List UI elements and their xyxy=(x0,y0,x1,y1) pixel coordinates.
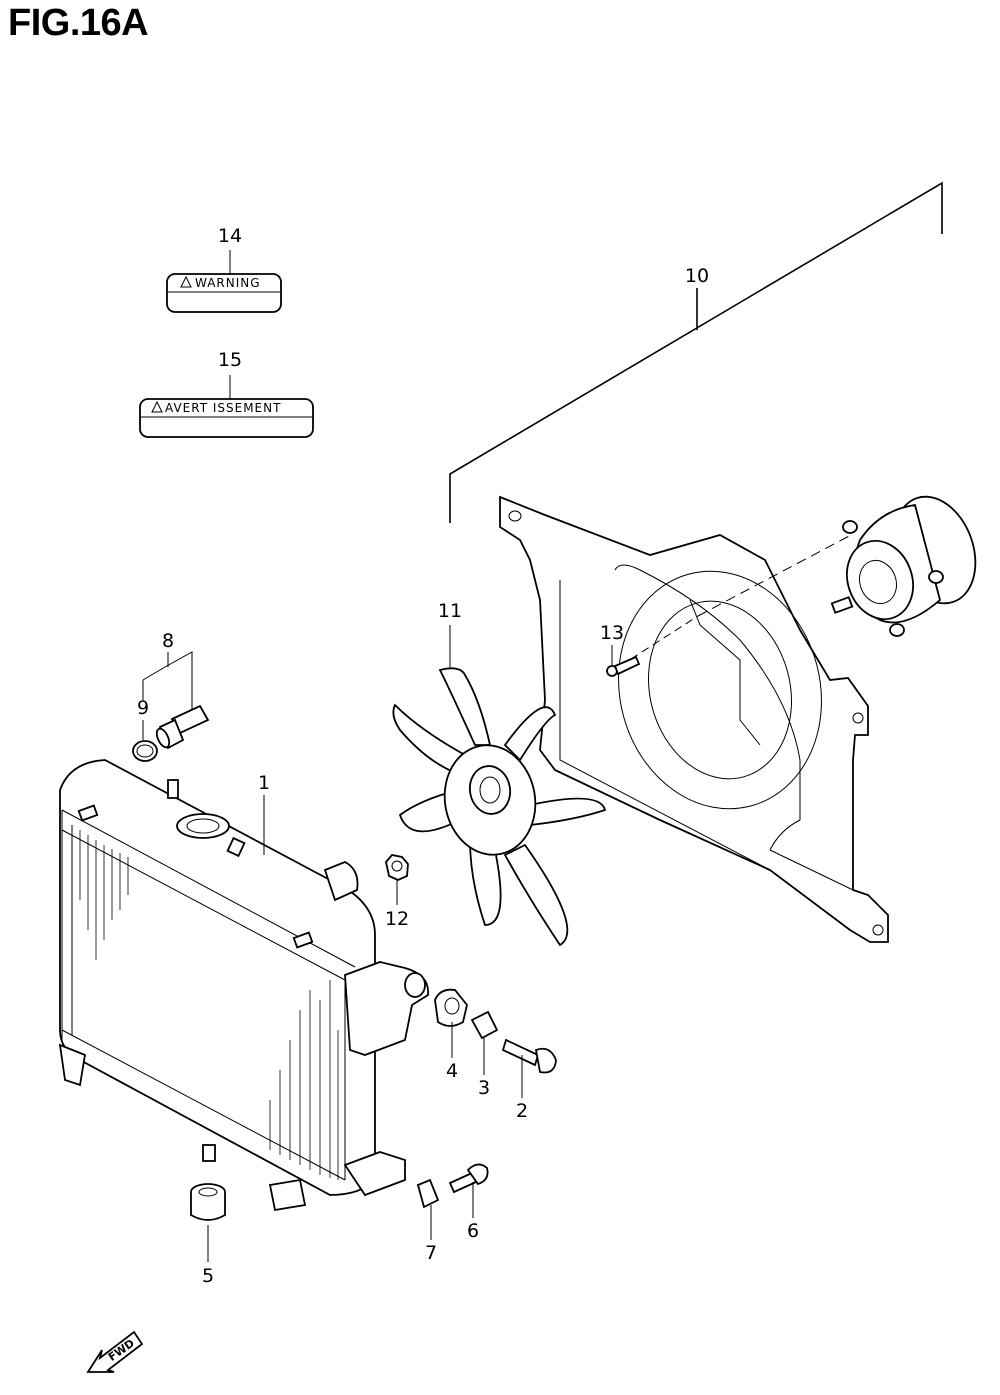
callout-9: 9 xyxy=(137,697,149,719)
callout-2: 2 xyxy=(516,1100,528,1122)
cushion-4[interactable] xyxy=(434,988,468,1027)
bolt-2[interactable] xyxy=(501,1038,557,1074)
callout-3: 3 xyxy=(478,1077,490,1099)
callout-6: 6 xyxy=(467,1220,479,1242)
leader-lines xyxy=(142,250,613,1262)
warning-label[interactable]: WARNING xyxy=(166,273,282,313)
fan-shroud[interactable] xyxy=(499,495,889,943)
clip-nut-7[interactable] xyxy=(416,1178,440,1209)
nut-12[interactable] xyxy=(385,854,409,881)
radiator-core-hatch xyxy=(79,830,339,1180)
avertissement-label[interactable]: AVERT ISSEMENT xyxy=(139,398,314,438)
radiator[interactable] xyxy=(58,759,429,1212)
thermo-switch[interactable] xyxy=(154,704,210,750)
collar-3[interactable] xyxy=(470,1010,499,1040)
callout-numbers: 14 15 10 11 13 8 9 1 12 4 3 2 6 7 5 xyxy=(137,225,709,1287)
callout-1: 1 xyxy=(258,772,270,794)
callout-12: 12 xyxy=(385,908,409,930)
callout-14: 14 xyxy=(218,225,242,247)
callout-8: 8 xyxy=(162,630,174,652)
callout-15: 15 xyxy=(218,349,242,371)
forward-direction-arrow: FWD xyxy=(86,1330,144,1373)
callout-13: 13 xyxy=(600,622,624,644)
mount-grommet-5[interactable] xyxy=(190,1183,226,1221)
o-ring-gasket[interactable] xyxy=(132,740,158,762)
callout-10: 10 xyxy=(685,265,709,287)
warning-label-text: WARNING xyxy=(195,276,261,290)
callout-4: 4 xyxy=(446,1060,458,1082)
callout-5: 5 xyxy=(202,1265,214,1287)
bolt-6[interactable] xyxy=(448,1163,489,1194)
cooling-fan-blade[interactable] xyxy=(392,667,607,947)
assembly-bracket-10 xyxy=(449,181,943,523)
fan-motor[interactable] xyxy=(619,485,990,667)
callout-7: 7 xyxy=(425,1242,437,1264)
avertissement-label-text: AVERT ISSEMENT xyxy=(165,401,281,415)
figure-title: FIG.16A xyxy=(8,2,149,44)
callout-11: 11 xyxy=(438,600,462,622)
